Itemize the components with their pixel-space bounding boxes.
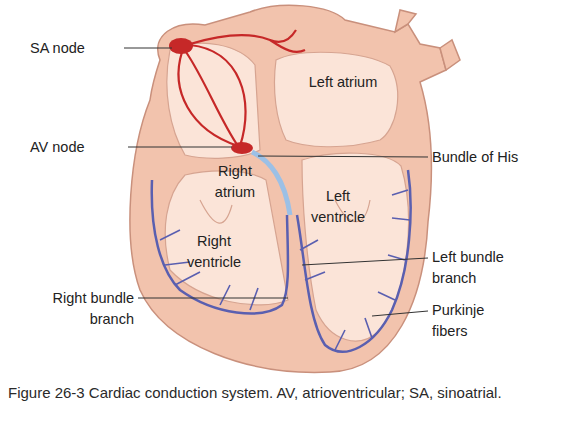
- vessel-stub: [440, 40, 460, 70]
- part-label: Purkinje fibers: [432, 300, 512, 342]
- av-node-symbol: [231, 142, 253, 154]
- chamber-label: Left atrium: [308, 72, 378, 93]
- part-label: Right bundle branch: [30, 288, 134, 330]
- left-ventricle-chamber: [302, 153, 408, 341]
- chamber-label: Left ventricle: [300, 186, 376, 228]
- left-bundle-branch-symbol: [297, 170, 411, 352]
- leader-line: [258, 156, 428, 157]
- right-bundle-branch-symbol: [152, 180, 288, 313]
- left-atrium-chamber: [274, 52, 397, 146]
- right-atrium-chamber: [167, 43, 260, 158]
- leader-line: [124, 48, 172, 49]
- leader-lines: [124, 48, 428, 316]
- bundle-of-his-symbol: [252, 152, 290, 215]
- heart-outline: [130, 5, 446, 372]
- part-label: Left bundle branch: [432, 247, 532, 289]
- leader-line: [128, 147, 232, 148]
- figure-caption: Figure 26-3 Cardiac conduction system. A…: [8, 382, 556, 404]
- conduction-pathways: [179, 30, 305, 146]
- internodal-pathway: [190, 45, 246, 146]
- leader-line: [372, 311, 428, 316]
- heart-body: [130, 5, 460, 372]
- vessel-stub: [395, 10, 416, 32]
- chamber-label: Right atrium: [200, 161, 270, 203]
- leader-line: [138, 298, 288, 299]
- part-label: Bundle of His: [432, 147, 560, 168]
- interatrial-pathway: [190, 30, 305, 52]
- leader-line: [302, 258, 428, 265]
- internodal-pathway: [179, 52, 238, 146]
- chamber-label: Right ventricle: [176, 231, 252, 273]
- sa-node-symbol: [169, 38, 193, 54]
- part-label: AV node: [30, 137, 130, 158]
- part-label: SA node: [30, 38, 130, 59]
